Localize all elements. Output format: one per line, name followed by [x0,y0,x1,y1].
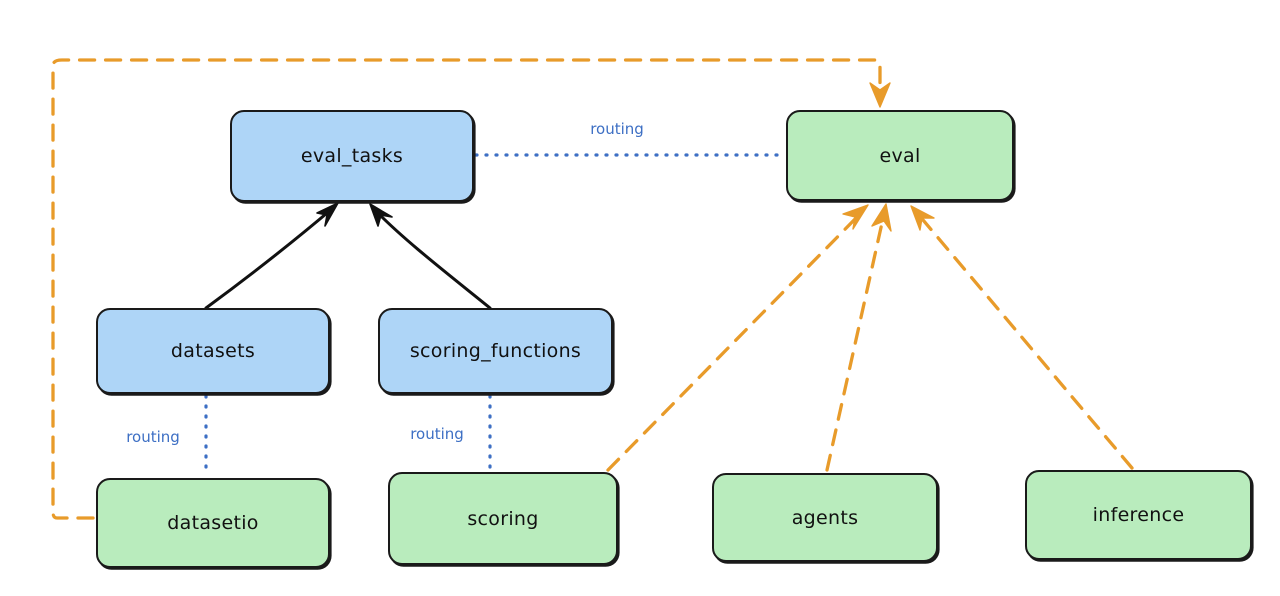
node-datasetio[interactable]: datasetio [96,478,330,568]
node-datasets[interactable]: datasets [96,308,330,394]
edge-scoring_functions-to-eval_tasks [369,203,492,310]
node-scoring_functions[interactable]: scoring_functions [378,308,613,394]
node-label: scoring [467,507,539,530]
edge-datasetio-to-eval [51,58,891,520]
node-eval_tasks[interactable]: eval_tasks [230,110,474,202]
node-label: eval_tasks [300,145,404,167]
node-agents[interactable]: agents [712,473,938,562]
edge-datasets-to-eval_tasks [204,202,339,310]
edge-label-routing-datasets-datasetio: routing [126,428,180,446]
edge-label-routing-eval_tasks-eval: routing [590,120,644,138]
node-label: inference [1092,504,1185,526]
edge-inference-to-eval [910,205,1134,470]
node-label: scoring_functions [409,340,582,362]
node-eval[interactable]: eval [786,110,1014,201]
edge-scoring-to-eval [606,204,869,472]
edge-agents-to-eval [825,203,892,472]
node-scoring[interactable]: scoring [388,472,618,565]
node-inference[interactable]: inference [1025,470,1252,560]
edge-label-routing-scoring_functions-scoring: routing [410,425,464,443]
node-label: eval [879,144,921,167]
node-label: datasetio [167,512,259,534]
node-label: agents [791,506,859,529]
node-label: datasets [170,340,256,362]
